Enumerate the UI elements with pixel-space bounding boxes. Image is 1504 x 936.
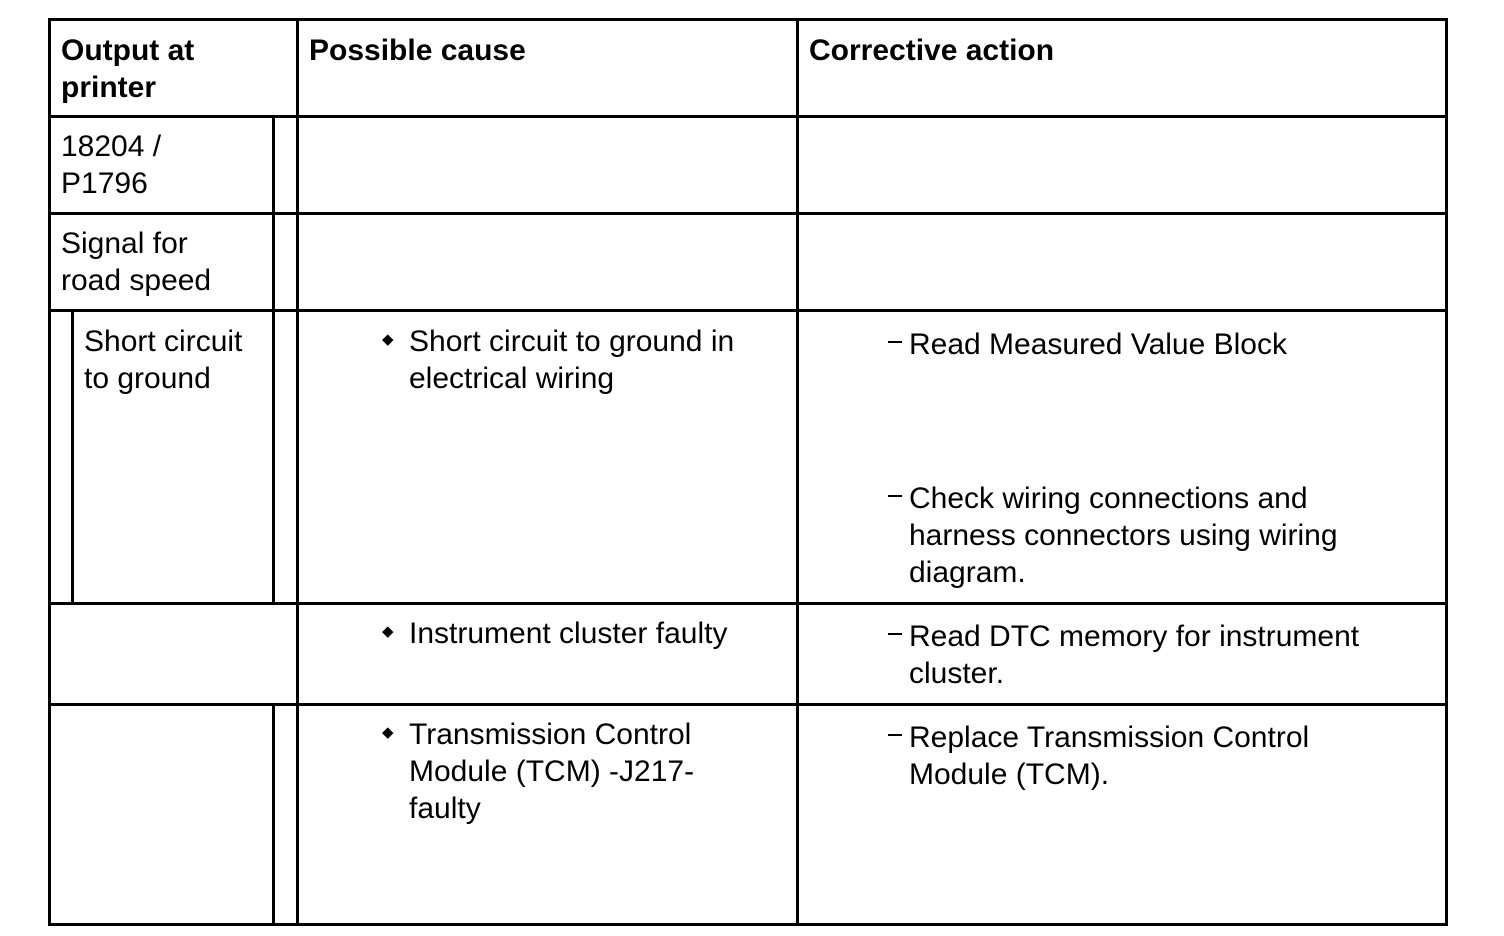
row-divider-cluster	[48, 703, 1448, 706]
action-line: Replace Transmission Control	[909, 721, 1310, 754]
cause-line: faulty	[409, 792, 481, 825]
row-divider-fault	[48, 602, 1448, 605]
action-item: Replace Transmission Control Module (TCM…	[909, 719, 1309, 793]
cause-item: Instrument cluster faulty	[409, 615, 727, 652]
diamond-bullet-icon: ◆	[382, 623, 394, 640]
table-border-left	[48, 18, 51, 926]
inner-divider-upper	[272, 116, 275, 603]
signal-label: Signal for road speed	[61, 225, 211, 299]
action-item: Read Measured Value Block	[909, 326, 1287, 363]
signal-label-line: road speed	[61, 264, 212, 297]
inner-divider-lower	[272, 704, 275, 926]
action-line: harness connectors using wiring	[909, 519, 1338, 552]
column-divider-action	[796, 18, 799, 926]
table-border-bottom	[48, 923, 1448, 926]
header-action: Corrective action	[809, 34, 1055, 67]
dtc-code-line: P1796	[61, 167, 148, 200]
fault-type: Short circuit to ground	[84, 323, 242, 397]
action-line: Module (TCM).	[909, 758, 1110, 791]
dtc-code-line: 18204 /	[61, 130, 162, 163]
action-line: Read DTC memory for instrument	[909, 620, 1360, 653]
header-output: Output at printer	[61, 32, 194, 106]
action-item: Read DTC memory for instrument cluster.	[909, 618, 1359, 692]
cause-item: Transmission Control Module (TCM) -J217-…	[409, 716, 694, 827]
table-border-top	[48, 18, 1448, 21]
diagnostic-table: Output at printer Possible cause Correct…	[48, 18, 1448, 926]
header-output-line: Output at	[61, 34, 195, 67]
dash-bullet-icon	[888, 495, 902, 497]
indent-divider	[71, 311, 74, 603]
cause-line: Instrument cluster faulty	[409, 617, 728, 650]
row-divider-header	[48, 115, 1448, 118]
action-item: Check wiring connections and harness con…	[909, 480, 1338, 591]
table-border-right	[1445, 18, 1448, 926]
header-cause: Possible cause	[309, 34, 526, 67]
action-line: Read Measured Value Block	[909, 328, 1287, 361]
header-output-line: printer	[61, 71, 157, 104]
column-divider-cause	[296, 18, 299, 926]
action-line: Check wiring connections and	[909, 482, 1308, 515]
dtc-code: 18204 / P1796	[61, 128, 161, 202]
cause-item: Short circuit to ground in electrical wi…	[409, 323, 734, 397]
cause-line: Transmission Control	[409, 718, 692, 751]
dash-bullet-icon	[888, 341, 902, 343]
signal-label-line: Signal for	[61, 227, 188, 260]
row-divider-signal	[48, 309, 1448, 312]
action-line: cluster.	[909, 657, 1005, 690]
diamond-bullet-icon: ◆	[382, 331, 394, 348]
diamond-bullet-icon: ◆	[382, 724, 394, 741]
cause-line: Module (TCM) -J217-	[409, 755, 695, 788]
cause-line: electrical wiring	[409, 362, 615, 395]
dash-bullet-icon	[888, 633, 902, 635]
cause-line: Short circuit to ground in	[409, 325, 735, 358]
row-divider-code	[48, 212, 1448, 215]
action-line: diagram.	[909, 556, 1026, 589]
dash-bullet-icon	[888, 734, 902, 736]
fault-type-line: Short circuit	[84, 325, 243, 358]
fault-type-line: to ground	[84, 362, 211, 395]
